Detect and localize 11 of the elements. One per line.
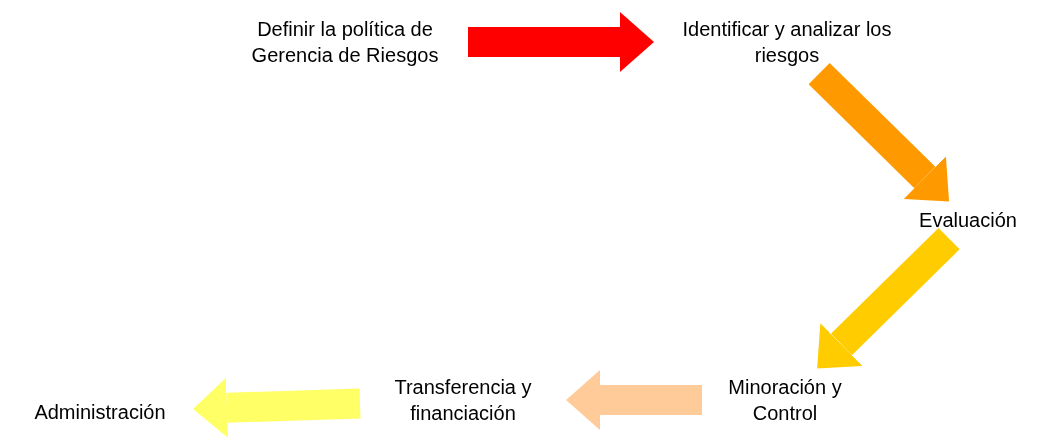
block-arrow <box>817 227 960 369</box>
step-label: Minoración y Control <box>710 374 860 426</box>
step-label: Evaluación <box>908 207 1028 233</box>
step-label: Identificar y analizar los riesgos <box>662 16 912 68</box>
block-arrow <box>468 12 654 72</box>
step-label: Transferencia y financiación <box>368 374 558 426</box>
step-label: Definir la política de Gerencia de Riesgos <box>230 16 460 68</box>
block-arrow <box>193 377 361 438</box>
block-arrow <box>808 62 950 202</box>
block-arrow <box>566 370 702 430</box>
step-label: Administración <box>15 399 185 425</box>
